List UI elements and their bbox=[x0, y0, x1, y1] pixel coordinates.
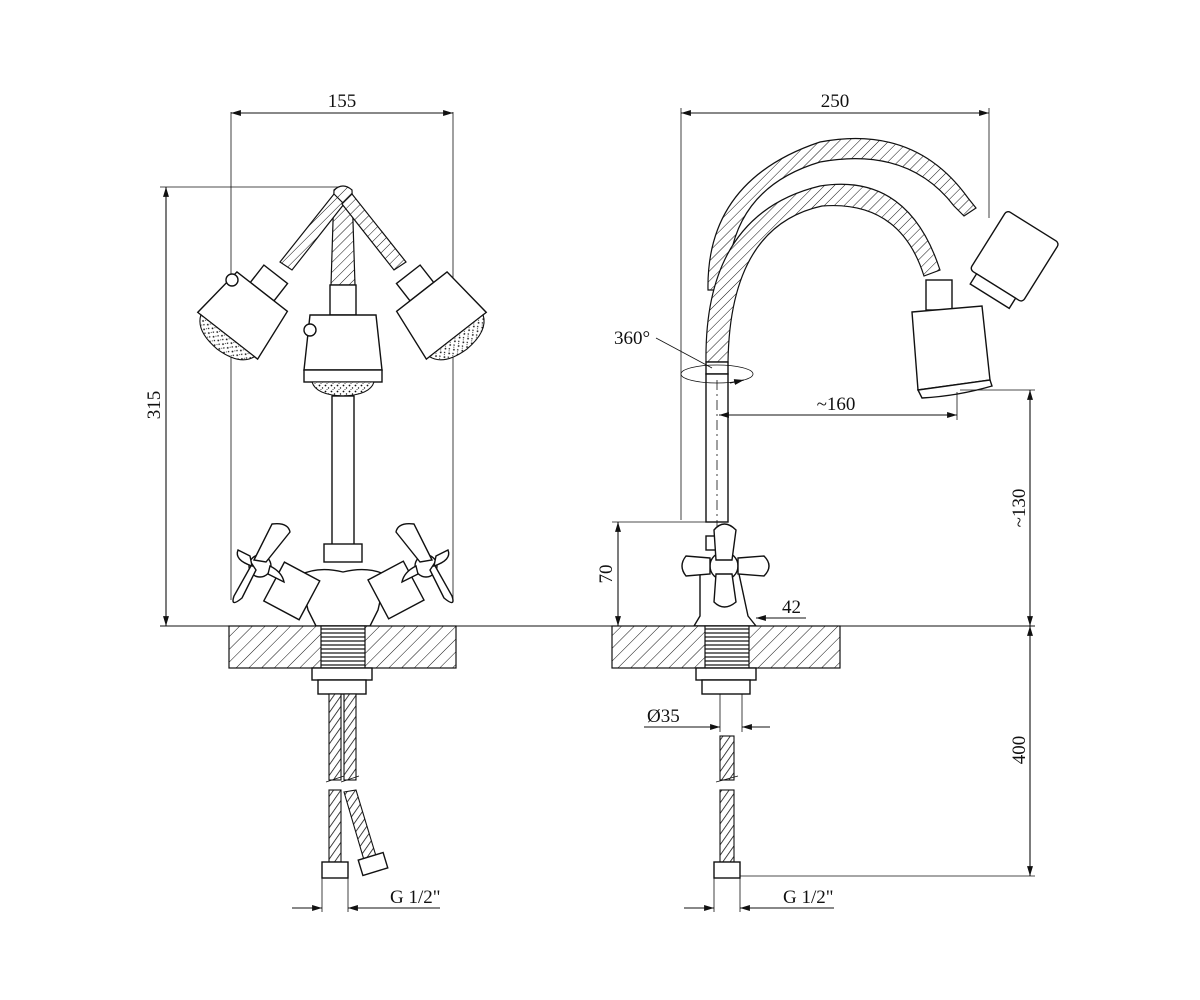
front-supply-hoses: G 1/2" bbox=[292, 693, 441, 912]
side-supply-hose: G 1/2" bbox=[684, 735, 834, 912]
side-hose-length-dimension: 400 bbox=[740, 626, 1035, 877]
side-hose-length-label: 400 bbox=[1009, 736, 1030, 765]
side-spout-height-label: ~130 bbox=[1009, 489, 1030, 528]
side-base-width-dimension: 42 bbox=[756, 597, 806, 621]
side-spout-alt-position bbox=[707, 137, 1059, 310]
side-base-height-dimension: 70 bbox=[596, 521, 720, 626]
side-counter-section bbox=[611, 625, 841, 695]
side-thread-label: G 1/2" bbox=[783, 887, 834, 908]
front-height-dimension: 315 bbox=[144, 186, 345, 626]
front-width-label: 155 bbox=[328, 91, 357, 112]
side-reach-label: 250 bbox=[821, 91, 850, 112]
front-height-label: 315 bbox=[144, 391, 165, 420]
side-spout-height-dimension: ~130 bbox=[960, 389, 1035, 626]
side-spout bbox=[705, 183, 993, 528]
side-mixer-body bbox=[681, 523, 770, 627]
side-offset-label: ~160 bbox=[817, 394, 856, 415]
side-offset-dimension: ~160 bbox=[719, 392, 958, 420]
side-view: 250 360° bbox=[596, 91, 1059, 912]
front-flexible-spout bbox=[196, 185, 488, 547]
front-view: 155 315 bbox=[144, 91, 1035, 912]
side-mount-hole-label: Ø35 bbox=[647, 706, 680, 727]
side-rotation-indicator: 360° bbox=[614, 328, 754, 385]
side-rotation-label: 360° bbox=[614, 328, 650, 349]
side-reach-dimension: 250 bbox=[680, 91, 990, 520]
front-counter-section bbox=[228, 625, 457, 695]
front-thread-label: G 1/2" bbox=[390, 887, 441, 908]
side-base-width-label: 42 bbox=[782, 597, 801, 618]
side-base-height-label: 70 bbox=[596, 565, 617, 584]
front-mixer-body bbox=[232, 522, 454, 627]
front-width-dimension: 155 bbox=[230, 91, 454, 600]
side-mount-hole-dimension: Ø35 bbox=[644, 694, 770, 732]
